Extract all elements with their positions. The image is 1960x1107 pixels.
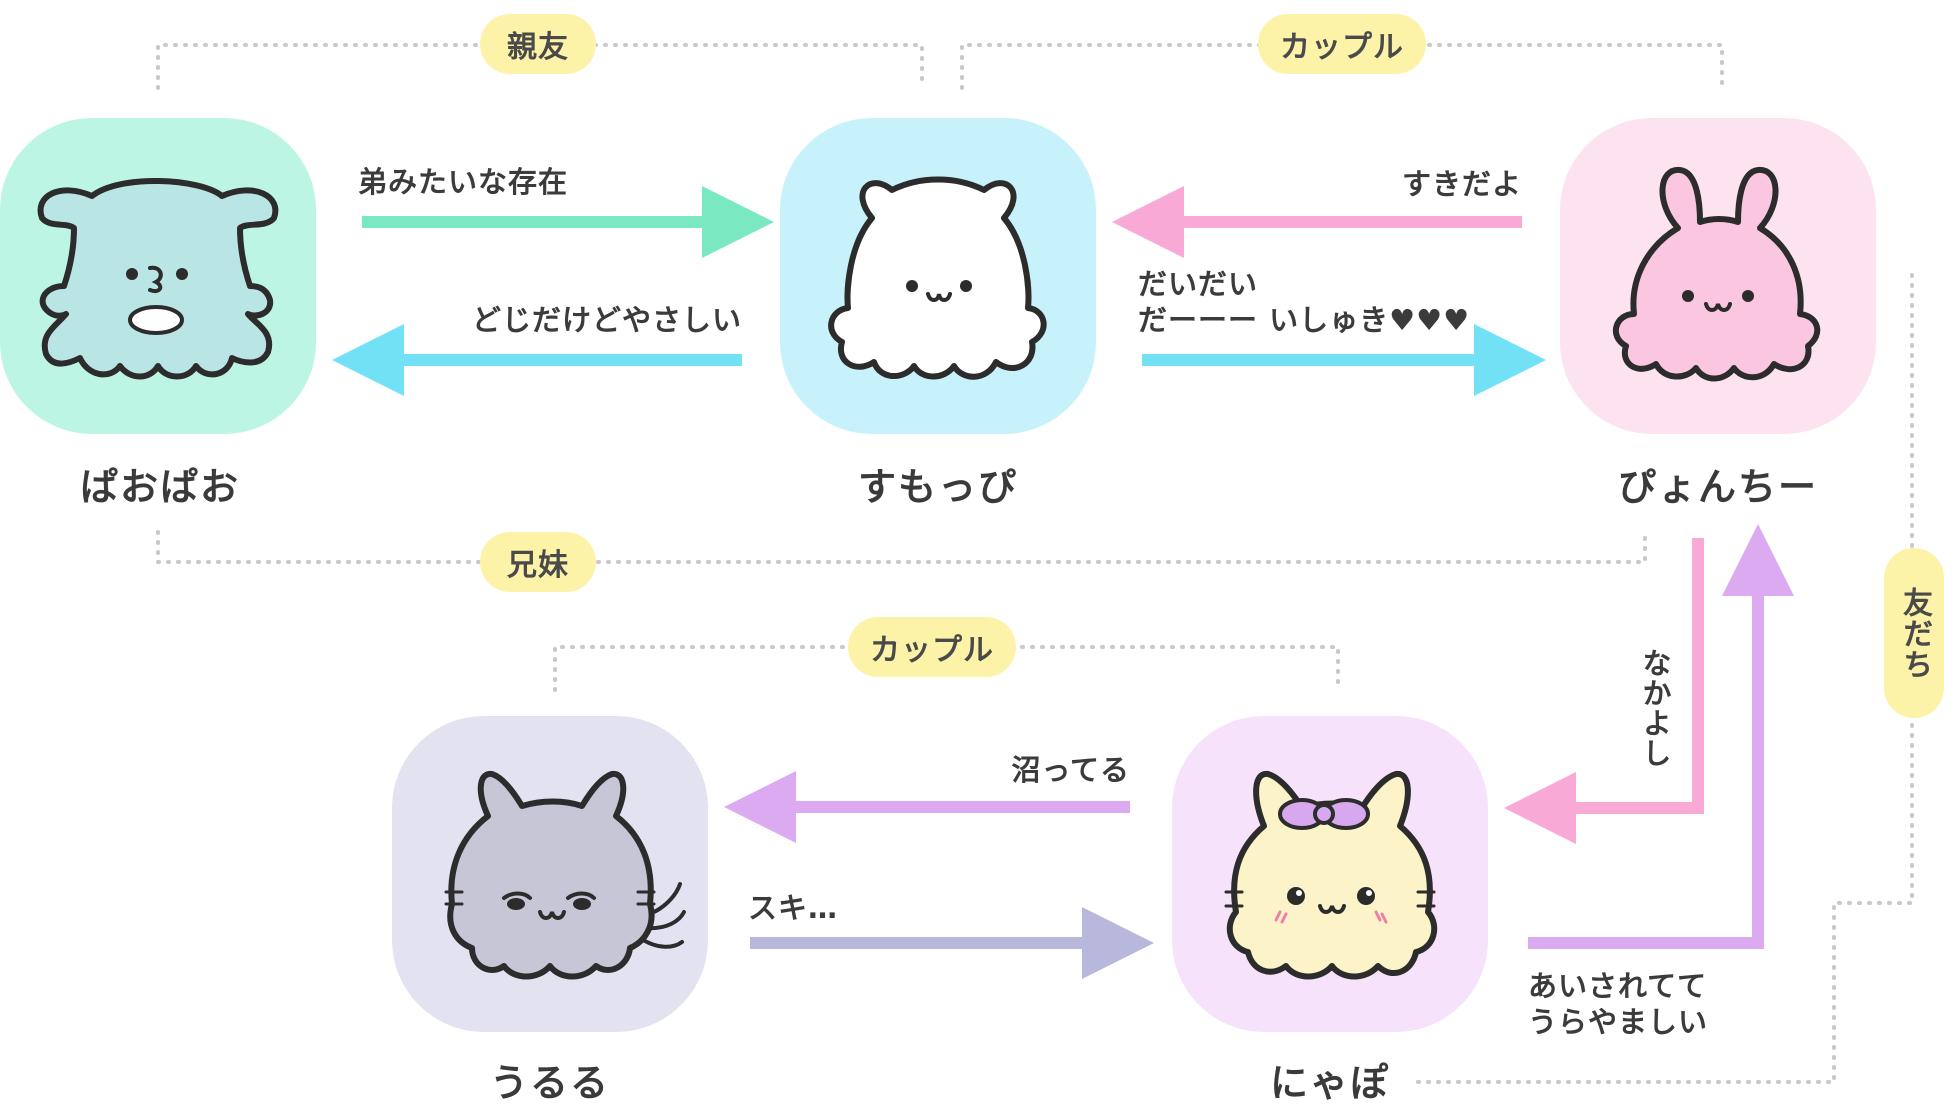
relation-pill-couple-bottom: カップル: [848, 617, 1016, 677]
label-pyonchi-to-sumoppi: すきだよ: [1401, 167, 1522, 201]
label-paopao-to-sumoppi: 弟みたいな存在: [358, 165, 569, 199]
label-ururu-to-nyapo: スキ…: [748, 891, 839, 925]
label-sumoppi-to-pyonchi-line1: だいだい: [1138, 267, 1259, 301]
name-paopao: ぱおぱお: [79, 465, 240, 509]
label-pyonchi-to-nyapo: なかよし: [1638, 648, 1672, 768]
tile-nyapo: [1172, 716, 1488, 1032]
nyapo-illustration-icon: [1224, 771, 1438, 980]
name-sumoppi: すもっぴ: [857, 465, 1018, 509]
name-nyapo: にゃぽ: [1269, 1061, 1390, 1105]
tile-paopao: [0, 118, 316, 434]
label-nyapo-to-pyonchi-line2: うらやましい: [1528, 1005, 1709, 1039]
bracket-shinyu: [156, 43, 924, 90]
label-nyapo-to-ururu: 沼ってる: [1011, 753, 1130, 787]
ururu-illustration-icon: [444, 770, 686, 980]
tile-sumoppi: [780, 118, 1096, 434]
label-sumoppi-to-pyonchi: だいだい だーーー いしゅき♥♥♥: [1138, 266, 1470, 338]
relation-pill-couple-top: カップル: [1258, 14, 1426, 74]
arrow-nyapo-to-pyonchi: [1528, 524, 1794, 949]
sumoppi-illustration-icon: [828, 176, 1047, 380]
relation-pill-shinyu: 親友: [480, 14, 596, 74]
label-sumoppi-to-paopao: どじだけどやさしい: [471, 303, 742, 337]
bracket-kyoudai: [156, 530, 1647, 564]
label-nyapo-to-pyonchi: あいされてて うらやましい: [1528, 968, 1708, 1040]
name-pyonchi: ぴょんちー: [1617, 465, 1818, 509]
bracket-couple-bottom: [553, 645, 1340, 692]
pyonchi-illustration-icon: [1612, 167, 1821, 382]
label-nyapo-to-pyonchi-line1: あいされてて: [1528, 969, 1708, 1003]
label-sumoppi-to-pyonchi-line2: だーーー いしゅき♥♥♥: [1138, 303, 1471, 337]
name-ururu: うるる: [489, 1061, 610, 1105]
relation-pill-tomodachi: 友だち: [1884, 548, 1944, 718]
arrow-pyonchi-to-nyapo: [1504, 538, 1704, 844]
paopao-illustration-icon: [37, 177, 279, 380]
tile-pyonchi: [1560, 118, 1876, 434]
tile-ururu: [392, 716, 708, 1032]
relation-pill-kyoudai: 兄妹: [480, 532, 596, 592]
